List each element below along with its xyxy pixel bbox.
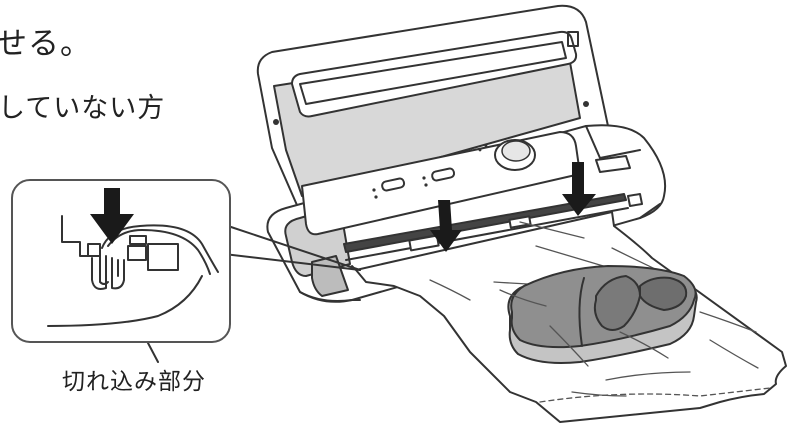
heading-text: せる。 xyxy=(0,26,92,62)
down-arrow-icon xyxy=(430,200,462,252)
detail-inset xyxy=(11,179,231,343)
meat xyxy=(499,265,698,367)
vacuum-sealer xyxy=(256,4,667,303)
callout-label: 切れ込み部分 xyxy=(62,369,206,395)
instruction-text: していない方 xyxy=(0,93,166,124)
down-arrow-icon xyxy=(562,162,596,216)
